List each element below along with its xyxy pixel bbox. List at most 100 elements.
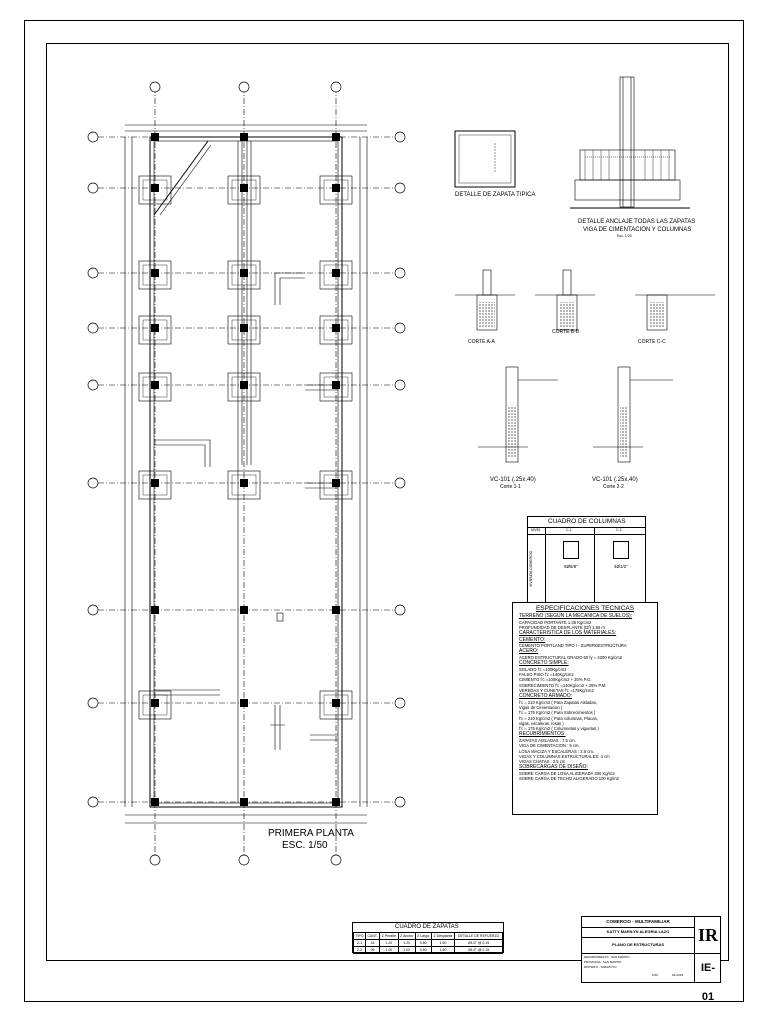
axis-marker-side	[87, 697, 99, 709]
column-mark	[332, 184, 340, 192]
inner-frame	[46, 43, 729, 961]
spec-profundidad-val: 1.50 m	[592, 624, 605, 630]
zapatas-cell: 1.50	[430, 939, 456, 947]
footing	[227, 175, 261, 205]
footing	[138, 260, 172, 290]
vc-right-sub: Corte 2-2	[603, 484, 624, 490]
axis-marker-top	[149, 854, 161, 866]
zapatas-header: Z Largo	[414, 932, 432, 940]
zapatas-cell: Ø1/2" @ 0.15	[454, 946, 503, 954]
viga-scale: Esc. 1/25	[617, 234, 632, 238]
footing	[319, 260, 353, 290]
footing	[138, 372, 172, 402]
footing	[319, 690, 353, 720]
anclaje-detail-drawing	[570, 76, 690, 209]
spec-ca-line: f'c = 210 Kg/cm2 ( Para Zapatas Aisladas…	[519, 699, 597, 705]
axis-marker-side	[87, 267, 99, 279]
c2-section-icon	[613, 541, 629, 559]
spec-cs-line: SOLADO f'c =100Kg/cm2	[519, 666, 567, 672]
spec-ca-line: Vigas de Cimentacion )	[519, 704, 563, 710]
column-mark	[240, 381, 248, 389]
spec-profundidad: PROFUNDIDAD DE DESPLANTE (Df)	[519, 624, 591, 630]
columns-table: CUADRO DE COLUMNAS NIVEL C-1 C-2 VIVIEND…	[527, 516, 646, 609]
column-mark	[332, 133, 340, 141]
plan-scale: ESC. 1/50	[282, 840, 328, 851]
column-mark	[151, 324, 159, 332]
viga-caption: VIGA DE CIMENTACION Y COLUMNAS	[583, 227, 692, 233]
spec-capacidad: CAPACIDAD PORTANTE	[519, 619, 567, 625]
axis-marker-side	[87, 182, 99, 194]
column-mark	[151, 269, 159, 277]
footing	[319, 315, 353, 345]
tb-escala: 1/50	[652, 973, 658, 977]
c2-bars: 4Ø1/2"	[614, 564, 628, 569]
c1-header: C-1	[566, 528, 572, 532]
column-mark	[240, 184, 248, 192]
column-mark	[240, 606, 248, 614]
floor-plan	[87, 81, 406, 866]
footing	[227, 260, 261, 290]
zapatas-cell: 05	[364, 946, 381, 954]
tb-plan-name: PLANO DE ESTRUCTURAS	[582, 937, 694, 954]
tb-fecha: 03-2019	[672, 973, 684, 977]
zapatas-cell: 16	[364, 939, 381, 947]
vc-left-label: VC-101 (.25x.40)	[490, 477, 536, 483]
zapatas-header: Z Desplante	[430, 932, 456, 940]
axis-marker-side	[394, 322, 406, 334]
zapatas-cell: 1.20	[397, 939, 416, 947]
tb-owner: KATTY MARILYN ALEGRIA LAZO	[582, 927, 694, 938]
column-mark	[151, 184, 159, 192]
zapata-detail-caption: DETALLE DE ZAPATA TIPICA	[455, 192, 536, 198]
footing	[227, 470, 261, 500]
spec-rec-line: VIGAS Y COLUMNAS ESTRUCTURALES: 4 cm	[519, 753, 610, 759]
corte-c-label: CORTE C-C	[638, 339, 666, 345]
axis-marker-side	[87, 131, 99, 143]
column-mark	[332, 324, 340, 332]
axis-marker-side	[394, 379, 406, 391]
footing	[138, 470, 172, 500]
axis-marker-side	[87, 796, 99, 808]
column-mark	[240, 133, 248, 141]
zapatas-cell: 1.50	[430, 946, 456, 954]
column-mark	[151, 133, 159, 141]
column-mark	[151, 381, 159, 389]
axis-marker-side	[394, 697, 406, 709]
columns-table-title: CUADRO DE COLUMNAS	[548, 518, 626, 525]
corte-b-label: CORTE B-B	[552, 329, 580, 335]
footing	[227, 372, 261, 402]
column-mark	[151, 479, 159, 487]
spec-cs-line: FALSO PISO f'c =140Kg/cm2	[519, 671, 574, 677]
tb-provincia: PROVINCIA : SAN MARTIN	[584, 960, 622, 964]
spec-rec-line: LOSA MACIZA Y ESCALERAS : 2.0 cm.	[519, 748, 595, 754]
spec-ca-line: f'c = 175 Kg/cm2 ( Columnetas y viguetas…	[519, 726, 599, 732]
outer-frame	[24, 20, 744, 1002]
column-mark	[151, 798, 159, 806]
column-mark	[332, 269, 340, 277]
column-mark	[332, 798, 340, 806]
anclaje-caption: DETALLE ANCLAJE TODAS LAS ZAPATAS	[578, 219, 696, 225]
axis-marker-side	[87, 477, 99, 489]
c1-bars: 6Ø5/8"	[564, 564, 578, 569]
nivel-header: NIVEL	[531, 528, 542, 532]
column-mark	[240, 324, 248, 332]
footing	[138, 690, 172, 720]
zapatas-cell: 1.00	[379, 946, 399, 954]
axis-marker-side	[394, 604, 406, 616]
spec-rec-line: VIGA DE CIMENTACION : 5 cm.	[519, 743, 580, 749]
zapatas-header: Z Ancho	[397, 932, 416, 940]
column-mark	[151, 606, 159, 614]
footing	[319, 372, 353, 402]
tb-project: COMERCIO - MULTIFAMILIAR	[582, 917, 694, 928]
axis-marker-side	[394, 796, 406, 808]
spec-cemento: CEMENTO PORTLAND TIPO I - SUPERDESTRUCTU…	[519, 643, 627, 649]
column-mark	[332, 479, 340, 487]
spec-concreto-armado: CONCRETO ARMADO:	[519, 693, 572, 700]
zapatas-table: CUADRO DE ZAPATAS TIPO CANT. Z Peralte Z…	[352, 922, 504, 954]
axis-marker-side	[394, 131, 406, 143]
plan-title: PRIMERA PLANTA	[268, 828, 354, 839]
axis-marker-side	[394, 182, 406, 194]
spec-ca-line: f'c = 175 Kg/cm2 ( Para Sobrecimientos )	[519, 710, 596, 716]
spec-terreno: TERRENO (SEGUN LA MECANICA DE SUELOS):	[519, 613, 633, 619]
axis-marker-side	[87, 322, 99, 334]
spec-capacidad-val: 1.35 Kg/cm2	[567, 619, 592, 625]
